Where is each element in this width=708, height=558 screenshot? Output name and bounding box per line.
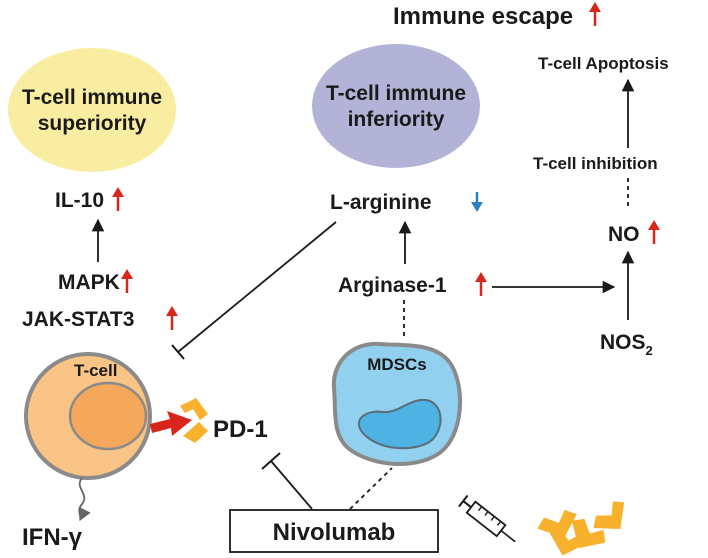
arginase1-label: Arginase-1 xyxy=(338,274,447,297)
nivolumab-box xyxy=(229,509,439,553)
pd1-inhibition-bar xyxy=(261,452,281,470)
pd1-label: PD-1 xyxy=(213,416,268,443)
jak-stat3-label: JAK-STAT3 xyxy=(22,308,134,331)
up-arrow-icon xyxy=(589,2,601,26)
syringe-icon xyxy=(458,494,516,543)
no-label: NO xyxy=(608,223,640,246)
tcell-label: T-cell xyxy=(74,361,117,380)
mapk-label: MAPK xyxy=(58,271,120,294)
nos-label: NOS2 xyxy=(600,331,653,358)
superiority-label-line2: superiority xyxy=(38,112,147,135)
mdsc-cell xyxy=(331,341,462,466)
up-arrow-icon xyxy=(121,269,133,293)
antibody-icon xyxy=(537,501,625,556)
tcell xyxy=(24,352,152,480)
pd1-receptor-icon xyxy=(180,398,208,443)
nivolumab-label: Nivolumab xyxy=(273,519,396,546)
tcell-to-ifn-arrow xyxy=(78,477,91,522)
up-arrow-icon xyxy=(112,187,124,211)
tcell-apoptosis-label: T-cell Apoptosis xyxy=(538,54,669,73)
superiority-label-line1: T-cell immune xyxy=(22,86,162,109)
nivolumab-blocks-pd1-line xyxy=(270,460,313,510)
up-arrow-icon xyxy=(475,272,487,296)
inferiority-ellipse xyxy=(312,44,480,168)
up-arrow-icon xyxy=(648,220,660,244)
tcell-inhibition-label: T-cell inhibition xyxy=(533,154,658,173)
inhibition-bar xyxy=(171,344,185,360)
ifn-gamma-label: IFN-γ xyxy=(22,524,83,551)
l-arginine-label: L-arginine xyxy=(330,191,432,214)
mdscs-label: MDSCs xyxy=(367,355,427,374)
il10-label: IL-10 xyxy=(55,189,104,212)
inferiority-label-line2: inferiority xyxy=(348,108,445,131)
nivolumab-to-mdsc-dotted xyxy=(349,467,393,510)
superiority-ellipse xyxy=(8,48,176,172)
l-arginine-inhibits-tcell-line xyxy=(177,221,337,353)
tcell-to-pd1-arrow xyxy=(150,411,192,436)
down-arrow-icon xyxy=(471,192,483,212)
immune-escape-title: Immune escape xyxy=(393,3,573,30)
inferiority-label-line1: T-cell immune xyxy=(326,82,466,105)
up-arrow-icon xyxy=(166,306,178,330)
